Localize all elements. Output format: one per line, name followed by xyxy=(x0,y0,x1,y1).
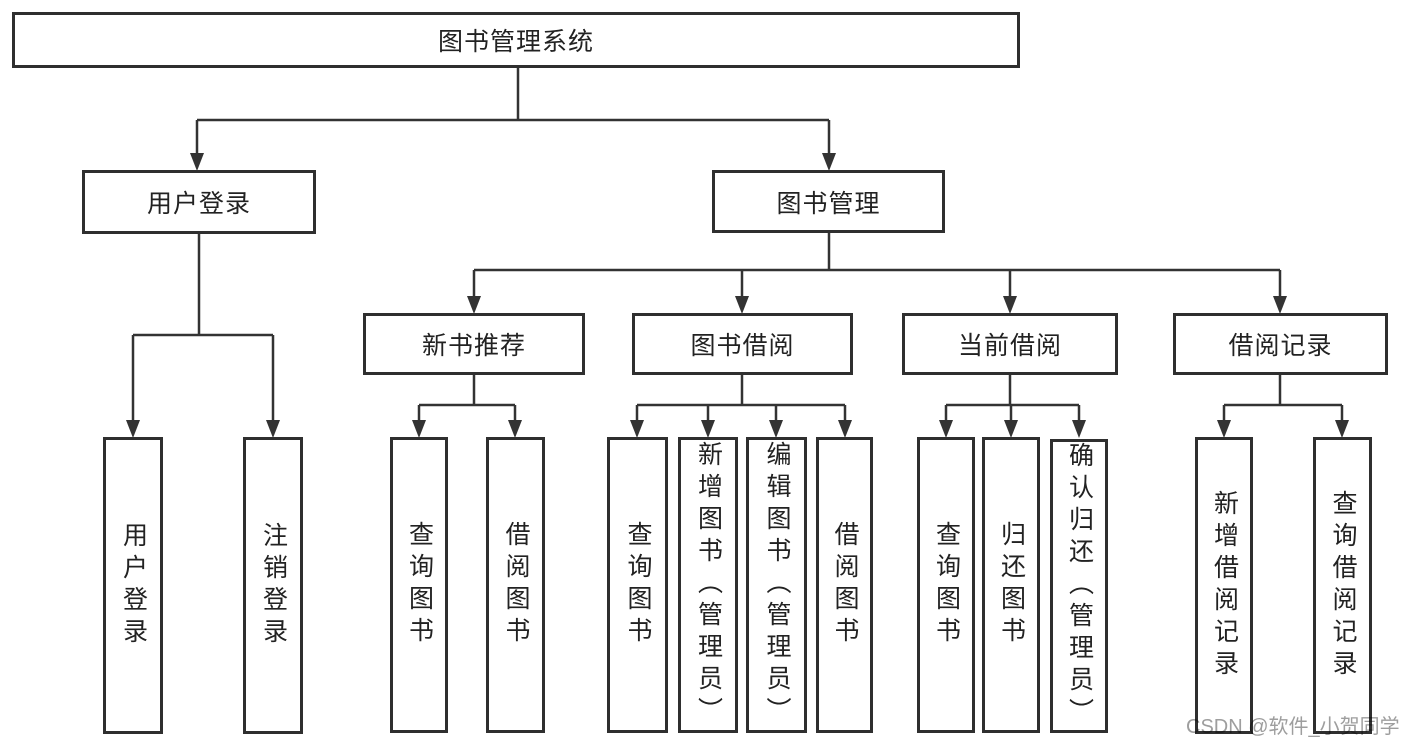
connector-root-to-level2 xyxy=(195,68,831,160)
arrow-down-icon xyxy=(1217,420,1231,438)
leaf-borrow-borrow-books-label: 借阅图书 xyxy=(831,521,859,649)
leaf-newrec-query-books: 查询图书 xyxy=(390,437,448,733)
arrow-down-icon xyxy=(126,420,140,438)
node-root-label: 图书管理系统 xyxy=(437,28,594,56)
arrow-down-icon xyxy=(1335,420,1349,438)
node-book-management: 图书管理 xyxy=(712,170,945,233)
node-book-borrowing: 图书借阅 xyxy=(632,313,853,375)
connector-current-borrow-to-leaves xyxy=(944,375,1081,427)
node-borrowing-records: 借阅记录 xyxy=(1173,313,1388,375)
connector-book-management-to-level3 xyxy=(472,233,1282,302)
leaf-records-add-record-label: 新增借阅记录 xyxy=(1210,489,1239,682)
leaf-user-login-label: 用户登录 xyxy=(119,521,148,650)
node-new-book-recommendation-label: 新书推荐 xyxy=(421,332,526,360)
arrow-down-icon xyxy=(1004,420,1018,438)
leaf-newrec-borrow-books-label: 借阅图书 xyxy=(502,521,530,649)
leaf-newrec-query-books-label: 查询图书 xyxy=(405,521,434,649)
leaf-records-query-record-label: 查询借阅记录 xyxy=(1329,489,1357,682)
leaf-records-add-record: 新增借阅记录 xyxy=(1195,437,1253,734)
arrow-down-icon xyxy=(769,420,783,438)
arrow-down-icon xyxy=(822,153,836,171)
leaf-borrow-edit-books-admin: 编辑图书（管理员） xyxy=(746,437,807,733)
watermark-text: CSDN @软件_小贺同学 xyxy=(1186,716,1400,738)
node-root-system: 图书管理系统 xyxy=(12,12,1020,68)
leaf-logout: 注销登录 xyxy=(243,437,303,734)
arrow-down-icon xyxy=(190,153,204,171)
leaf-borrow-add-books-admin-label: 新增图书（管理员） xyxy=(694,441,723,729)
leaf-current-return-books-label: 归还图书 xyxy=(997,521,1026,649)
connector-book-borrow-to-leaves xyxy=(635,375,847,427)
leaf-records-query-record: 查询借阅记录 xyxy=(1313,437,1372,734)
node-book-borrowing-label: 图书借阅 xyxy=(690,332,795,360)
arrow-down-icon xyxy=(735,296,749,314)
arrow-down-icon xyxy=(939,420,953,438)
node-current-borrowing: 当前借阅 xyxy=(902,313,1118,375)
leaf-borrow-borrow-books: 借阅图书 xyxy=(816,437,873,733)
arrow-down-icon xyxy=(838,420,852,438)
arrowheads xyxy=(126,153,1349,438)
arrow-down-icon xyxy=(701,420,715,438)
arrow-down-icon xyxy=(467,296,481,314)
node-user-login-label: 用户登录 xyxy=(146,190,251,218)
arrow-down-icon xyxy=(508,420,522,438)
leaf-borrow-add-books-admin: 新增图书（管理员） xyxy=(678,437,738,733)
leaf-current-confirm-return-admin: 确认归还（管理员） xyxy=(1050,439,1108,733)
connector-borrow-records-to-leaves xyxy=(1222,375,1344,427)
node-new-book-recommendation: 新书推荐 xyxy=(363,313,585,375)
leaf-current-return-books: 归还图书 xyxy=(982,437,1040,733)
leaf-borrow-query-books-label: 查询图书 xyxy=(624,521,652,649)
leaf-borrow-query-books: 查询图书 xyxy=(607,437,668,733)
leaf-user-login: 用户登录 xyxy=(103,437,163,734)
node-book-management-label: 图书管理 xyxy=(776,189,881,218)
node-current-borrowing-label: 当前借阅 xyxy=(957,332,1062,360)
arrow-down-icon xyxy=(1072,420,1086,438)
arrow-down-icon xyxy=(266,420,280,438)
arrow-down-icon xyxy=(630,420,644,438)
leaf-current-confirm-return-admin-label: 确认归还（管理员） xyxy=(1065,442,1094,730)
leaf-current-query-books-label: 查询图书 xyxy=(932,521,961,649)
leaf-borrow-edit-books-admin-label: 编辑图书（管理员） xyxy=(763,441,791,729)
arrow-down-icon xyxy=(1273,296,1287,314)
leaf-newrec-borrow-books: 借阅图书 xyxy=(486,437,545,733)
node-borrowing-records-label: 借阅记录 xyxy=(1228,332,1333,360)
leaf-logout-label: 注销登录 xyxy=(259,521,288,650)
leaf-current-query-books: 查询图书 xyxy=(917,437,975,733)
connector-new-books-to-leaves xyxy=(417,375,517,427)
node-user-login: 用户登录 xyxy=(82,170,316,234)
arrow-down-icon xyxy=(1003,296,1017,314)
arrow-down-icon xyxy=(412,420,426,438)
connector-user-login-to-leaves xyxy=(131,234,275,427)
